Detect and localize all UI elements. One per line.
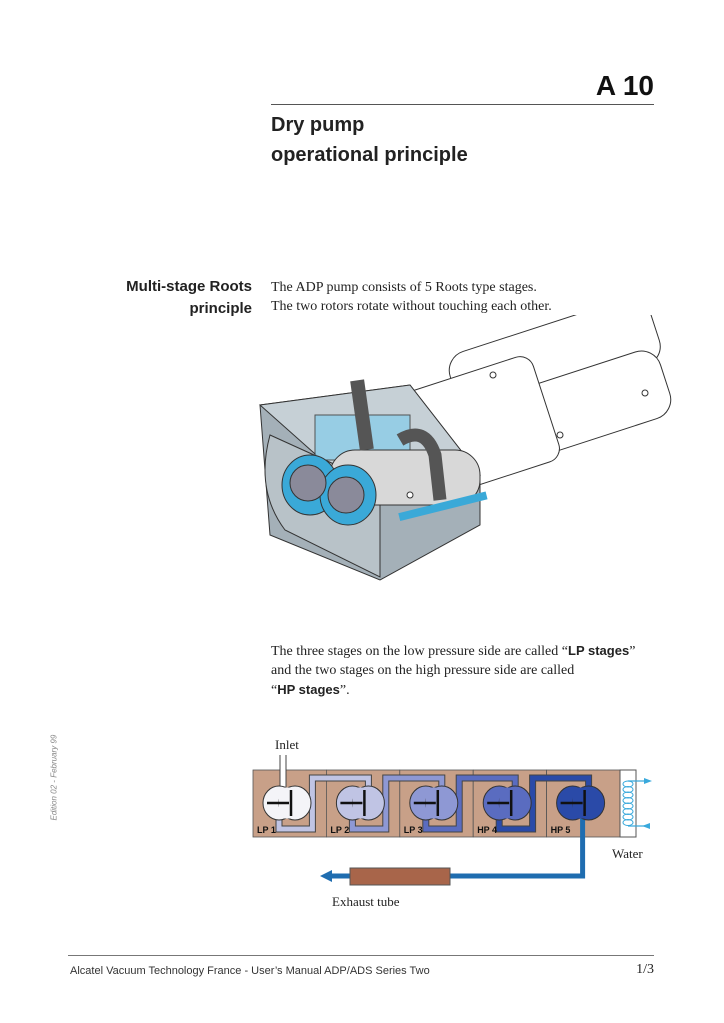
stages-line-3: “HP stages”.: [271, 682, 350, 698]
exhaust-arrow-icon: [320, 870, 332, 882]
title-line-1: Dry pump: [271, 114, 365, 136]
stages-line-1: The three stages on the low pressure sid…: [271, 643, 636, 659]
stage-label: HP 4: [477, 825, 497, 835]
section-heading-line-1: Multi-stage Roots: [126, 278, 252, 295]
gas-path: [276, 775, 371, 832]
section-code: A 10: [595, 70, 654, 101]
inlet-label: Inlet: [275, 737, 299, 752]
stage-diagram: LP 1 LP 2 LP 3 HP 4 HP 5: [252, 755, 652, 886]
page-title: Dry pump operational principle: [271, 110, 468, 170]
page-number: 1/3: [636, 962, 654, 977]
footer-text: Alcatel Vacuum Technology France - User’…: [70, 965, 430, 977]
section-heading: Multi-stage Roots principle: [126, 276, 252, 320]
intro-line-1: The ADP pump consists of 5 Roots type st…: [271, 280, 537, 295]
edition-note: Edition 02 - February 99: [49, 734, 59, 821]
stage-label: LP 3: [404, 825, 423, 835]
exhaust-label: Exhaust tube: [332, 894, 400, 909]
stage-label: HP 5: [551, 825, 571, 835]
water-in-arrow-icon: [642, 823, 650, 829]
water-label: Water: [612, 846, 643, 861]
pump-illustration: [258, 315, 672, 581]
stages-paragraph: The three stages on the low pressure sid…: [271, 641, 635, 700]
stage-label: LP 1: [257, 825, 276, 835]
gas-path: [496, 775, 592, 832]
stages-line-2: and the two stages on the high pressure …: [271, 663, 575, 678]
intro-paragraph: The ADP pump consists of 5 Roots type st…: [271, 278, 552, 316]
gas-path: [349, 775, 445, 832]
footer-rule: [68, 955, 654, 956]
header-rule: [271, 104, 654, 105]
intro-line-2: The two rotors rotate without touching e…: [271, 299, 552, 314]
stage-label: LP 2: [330, 825, 349, 835]
gas-path: [423, 775, 518, 832]
section-heading-line-2: principle: [189, 300, 252, 317]
water-out-arrow-icon: [644, 778, 652, 784]
title-line-2: operational principle: [271, 144, 468, 166]
exhaust-tube: [349, 867, 451, 886]
